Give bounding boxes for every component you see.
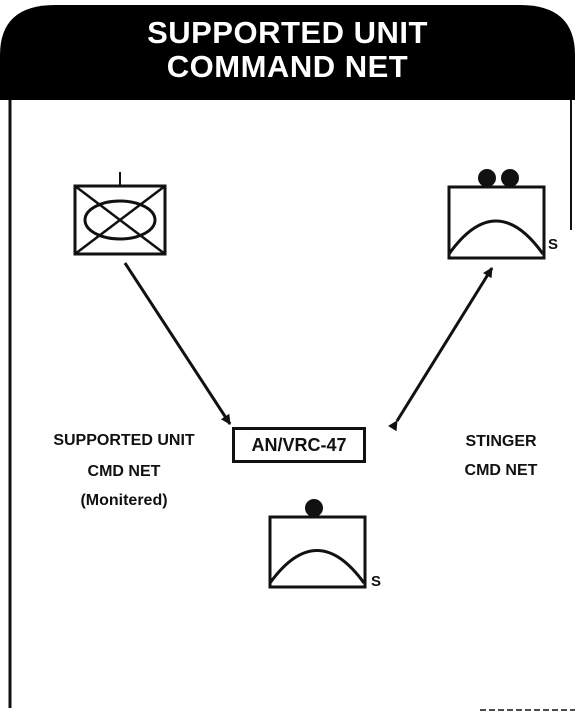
stinger-section-symbol [447,169,546,260]
supported-unit-net-label-line1: SUPPORTED UNIT [53,432,195,449]
header-banner [0,5,575,100]
supported-unit-symbol [73,172,167,256]
supported-unit-net-label-line3: (Monitered) [80,492,168,509]
stinger-section-suffix: S [548,236,559,253]
supported-unit-net-label-line2: CMD NET [87,463,161,480]
stinger-team-suffix: S [371,573,382,590]
arrow-supported-unit-to-radio [123,262,232,425]
header-background [0,5,575,100]
stinger-team-symbol [268,499,367,589]
stinger-net-label-line2: CMD NET [464,462,538,479]
title-line-1: SUPPORTED UNIT [147,15,428,50]
radio-label: AN/VRC-47 [251,435,347,455]
arrow-radio-to-stinger-section [388,267,494,432]
radio-box: AN/VRC-47 [232,427,366,463]
title-line-2: COMMAND NET [166,49,409,84]
stinger-net-label-line1: STINGER [465,433,537,450]
